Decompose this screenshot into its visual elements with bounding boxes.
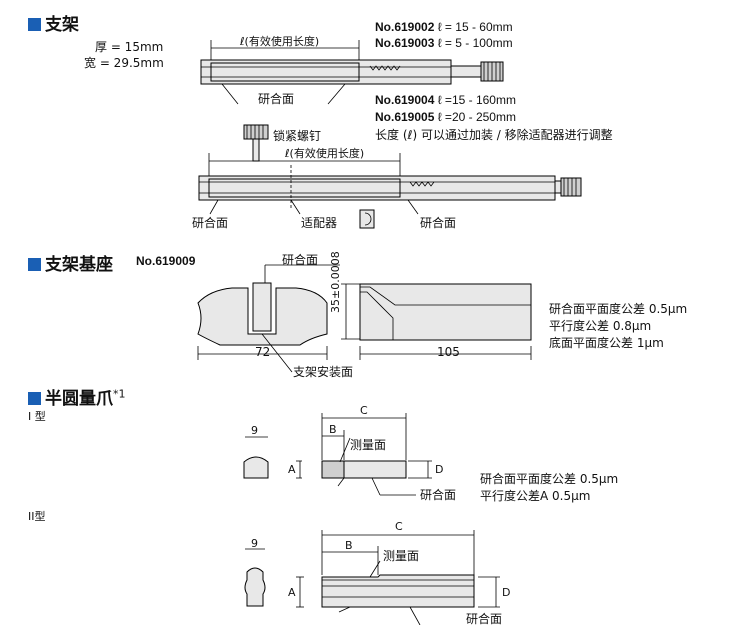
- base-width-left: 72: [255, 345, 271, 359]
- jaw1-dim-9: 9: [251, 424, 258, 437]
- footnote-mark: *1: [113, 387, 126, 401]
- jaw-type2-drawing: [244, 530, 500, 625]
- jaw1-dim-c: C: [360, 404, 368, 417]
- stand-thickness: 厚 = 15mm: [95, 40, 164, 54]
- lapped-face-right-label: 研合面: [420, 216, 457, 230]
- section-title-base: 支架基座: [28, 250, 113, 275]
- jaw2-dim-a: A: [288, 586, 296, 599]
- jaw1-spec-1: 研合面平面度公差 0.5μm: [480, 472, 619, 486]
- base-height-dim: 35±0.0008: [329, 251, 342, 313]
- lock-screw-label: 锁紧螺钉: [273, 129, 322, 143]
- effective-length-label: ℓ(有效使用长度): [240, 35, 320, 48]
- base-spec-1: 研合面平面度公差 0.5μm: [549, 302, 688, 316]
- section-title-stand: 支架: [28, 10, 79, 35]
- jaw2-measuring-face: 测量面: [383, 549, 420, 563]
- stand-width: 宽 = 29.5mm: [84, 56, 164, 70]
- base-mount-face: 支架安装面: [293, 365, 354, 379]
- base-lapped-face: 研合面: [282, 253, 319, 267]
- base-model: No.619009: [136, 254, 196, 268]
- base-spec-3: 底面平面度公差 1μm: [549, 336, 664, 350]
- jaw1-dim-b: B: [329, 423, 337, 436]
- base-spec-2: 平行度公差 0.8μm: [549, 319, 652, 333]
- jaw-type1-label: I 型: [28, 410, 46, 423]
- lapped-face-left-label: 研合面: [192, 216, 229, 230]
- jaw1-spec-2: 平行度公差A 0.5μm: [480, 489, 591, 503]
- stand-drawing-1: [200, 40, 504, 105]
- jaw2-lapped-face: 研合面: [466, 612, 503, 626]
- jaw2-dim-d: D: [502, 586, 511, 599]
- model-619005: No.619005 ℓ =20 - 250mm: [375, 110, 516, 124]
- base-width-right: 105: [437, 345, 460, 359]
- model-619004: No.619004 ℓ =15 - 160mm: [375, 93, 516, 107]
- jaw2-dim-c: C: [395, 520, 403, 533]
- blue-square-icon: [28, 18, 41, 31]
- model-619003: No.619003 ℓ = 5 - 100mm: [375, 36, 513, 50]
- jaw2-dim-b: B: [345, 539, 353, 552]
- adjust-note: 长度 (ℓ) 可以通过加装 / 移除适配器进行调整: [375, 128, 613, 142]
- jaw1-measuring-face: 测量面: [350, 438, 387, 452]
- blue-square-icon: [28, 392, 41, 405]
- adapter-label: 适配器: [301, 216, 338, 230]
- effective-length-label-2: ℓ(有效使用长度): [285, 147, 365, 160]
- lapped-face-label: 研合面: [258, 92, 295, 106]
- base-drawing: [197, 264, 532, 373]
- jaw1-dim-a: A: [288, 463, 296, 476]
- jaw-type1-drawing: [243, 413, 432, 496]
- jaw2-dim-9: 9: [251, 537, 258, 550]
- stand-drawing-2: [198, 124, 582, 229]
- section-title-jaw: 半圆量爪*1: [28, 384, 126, 409]
- jaw-type2-label: II型: [28, 510, 46, 523]
- jaw1-dim-d: D: [435, 463, 444, 476]
- jaw1-lapped-face: 研合面: [420, 488, 457, 502]
- model-619002: No.619002 ℓ = 15 - 60mm: [375, 20, 513, 34]
- blue-square-icon: [28, 258, 41, 271]
